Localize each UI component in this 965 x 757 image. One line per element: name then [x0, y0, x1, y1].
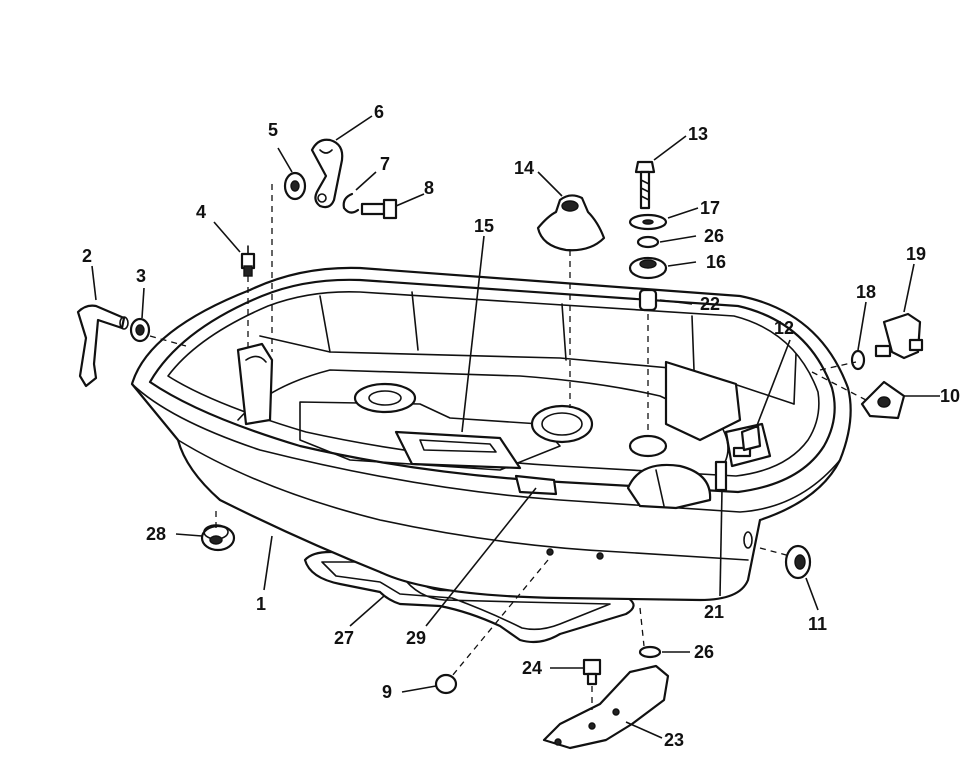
callout-labels: 1 2 3 4 5 6 7 8 9 10 11 12 13 14 15 16 1… [82, 102, 960, 750]
part-19-fitting [874, 312, 924, 360]
part-1-lower-motor-pan [130, 266, 852, 602]
part-23-bracket [542, 664, 670, 750]
part-21-bolt [714, 460, 728, 492]
callout-21: 21 [704, 602, 724, 622]
part-8-screw [360, 198, 398, 220]
callout-23: 23 [664, 730, 684, 750]
part-9-plug [434, 673, 458, 695]
part-17-washer [628, 213, 668, 231]
part-16-grommet [628, 256, 668, 280]
callout-18: 18 [856, 282, 876, 302]
part-5-washer [283, 171, 307, 201]
callout-26-bottom: 26 [694, 642, 714, 662]
part-28-grommet [200, 524, 236, 552]
callout-22: 22 [700, 294, 720, 314]
callout-29: 29 [406, 628, 426, 648]
part-24-bolt [582, 658, 602, 686]
part-6-link [310, 138, 344, 209]
callout-24: 24 [522, 658, 542, 678]
part-26-washer-top [636, 235, 660, 249]
callout-26-top: 26 [704, 226, 724, 246]
callout-5: 5 [268, 120, 278, 140]
part-26-washer-bottom [638, 645, 662, 659]
part-11-grommet [784, 544, 812, 580]
callout-6: 6 [374, 102, 384, 122]
callout-9: 9 [382, 682, 392, 702]
part-10-grommet [860, 380, 906, 420]
callout-7: 7 [380, 154, 390, 174]
callout-3: 3 [136, 266, 146, 286]
part-14-boot [536, 194, 606, 252]
part-7-clip [342, 192, 360, 214]
callout-2: 2 [82, 246, 92, 266]
callout-8: 8 [424, 178, 434, 198]
part-22-sleeve [638, 288, 658, 312]
callout-4: 4 [196, 202, 206, 222]
callout-12: 12 [774, 318, 794, 338]
callout-16: 16 [706, 252, 726, 272]
callout-15: 15 [474, 216, 494, 236]
leader-lines [91, 115, 940, 739]
callout-17: 17 [700, 198, 720, 218]
callout-11: 11 [808, 614, 827, 634]
callout-10: 10 [940, 386, 960, 406]
assembly-lines [149, 184, 867, 710]
part-13-bolt [634, 160, 656, 210]
part-2-lever [76, 304, 129, 388]
part-12-bracket [740, 424, 762, 452]
part-18-washer [850, 349, 866, 371]
callout-19: 19 [906, 244, 926, 264]
callout-27: 27 [334, 628, 354, 648]
callout-1: 1 [256, 594, 266, 614]
callout-13: 13 [688, 124, 708, 144]
part-3-washer [129, 317, 151, 343]
callout-28: 28 [146, 524, 166, 544]
part-4-fitting [240, 245, 256, 277]
callout-14: 14 [514, 158, 534, 178]
